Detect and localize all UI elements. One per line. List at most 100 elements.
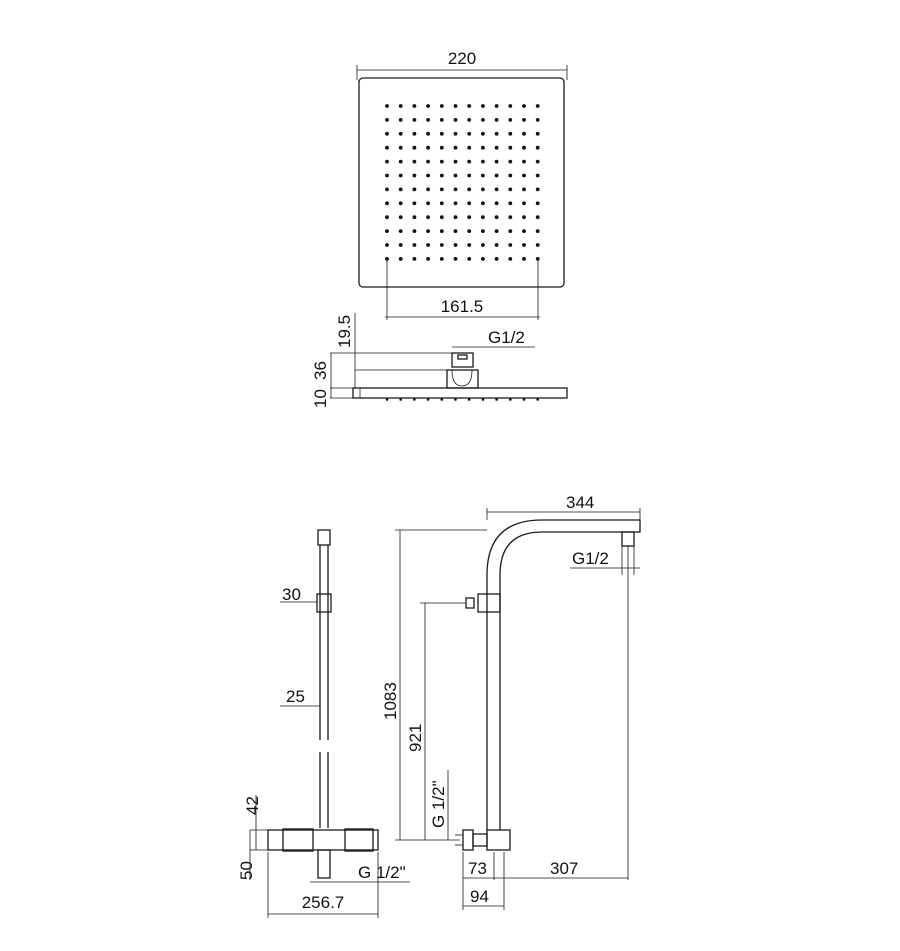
nozzle-dot <box>522 187 526 192</box>
nozzle-dot <box>426 159 430 164</box>
dim-921: 921 <box>406 724 425 752</box>
nozzle-dot <box>522 229 526 234</box>
nozzle-dot <box>522 173 526 178</box>
nozzle-dot <box>453 131 458 136</box>
nozzle-dot <box>426 257 430 261</box>
nozzle-dot <box>426 201 430 206</box>
nozzle-dot <box>494 243 499 247</box>
dim-1083: 1083 <box>381 682 400 720</box>
nozzle-dot <box>494 229 499 234</box>
nozzle-dot <box>385 215 389 220</box>
nozzle-dot <box>426 118 430 122</box>
nozzle-dot <box>522 159 526 164</box>
nozzle-dot <box>412 104 417 108</box>
nozzle-dot <box>453 243 458 247</box>
nozzle-dot <box>481 187 485 192</box>
dim-25: 25 <box>286 687 305 706</box>
nozzle-dot <box>481 104 485 108</box>
dim-19-5: 19.5 <box>335 315 354 348</box>
nozzle-dot <box>494 159 499 164</box>
nozzle-dot <box>398 173 403 178</box>
nozzle-dot <box>481 201 485 206</box>
nozzle-dot <box>439 243 444 247</box>
nozzle-dot <box>412 173 417 178</box>
thread-g1-2-inlet: G 1/2" <box>358 863 406 882</box>
nozzle-dot <box>535 104 540 108</box>
nozzle-dot <box>508 229 513 234</box>
nozzle-dot <box>481 159 485 164</box>
nozzle-dot <box>508 173 513 178</box>
nozzle-dot <box>398 118 403 122</box>
nozzle-side-dot <box>385 398 389 401</box>
nozzle-dot <box>398 215 403 220</box>
nozzle-dot <box>522 145 526 150</box>
nozzle-dot <box>412 159 417 164</box>
nozzle-dot <box>522 257 526 261</box>
nozzle-dot <box>535 118 540 122</box>
nozzle-dot <box>398 257 403 261</box>
nozzle-dot <box>426 243 430 247</box>
nozzle-dot <box>522 104 526 108</box>
nozzle-dot <box>494 104 499 108</box>
dim-220: 220 <box>448 49 476 68</box>
nozzle-dot <box>398 187 403 192</box>
nozzle-dot <box>385 243 389 247</box>
nozzle-dot <box>439 131 444 136</box>
nozzle-dot <box>398 159 403 164</box>
nozzle-dot <box>535 145 540 150</box>
nozzle-dot <box>385 131 389 136</box>
nozzle-dot <box>522 131 526 136</box>
nozzle-dot <box>412 201 417 206</box>
dim-42: 42 <box>243 796 262 815</box>
nozzle-dot <box>439 201 444 206</box>
nozzle-dot <box>494 215 499 220</box>
nozzle-dot <box>398 145 403 150</box>
nozzle-dot <box>398 131 403 136</box>
nozzle-dot <box>494 187 499 192</box>
nozzle-dot <box>467 118 472 122</box>
nozzle-dot <box>494 118 499 122</box>
nozzle-dot <box>522 201 526 206</box>
nozzle-side-dot <box>467 398 471 401</box>
column-side-view: 30 25 42 50 G 1/2" 256.7 <box>237 529 410 918</box>
nozzle-dot <box>535 159 540 164</box>
nozzle-dot <box>508 159 513 164</box>
nozzle-side-dot <box>454 398 457 401</box>
shower-head-side-view: G1/2 19.5 36 10 <box>311 313 568 408</box>
nozzle-dot <box>494 145 499 150</box>
nozzle-dot <box>453 145 458 150</box>
nozzle-dot <box>453 201 458 206</box>
nozzle-dot <box>439 229 444 234</box>
nozzle-dot <box>481 229 485 234</box>
nozzle-dot <box>508 131 513 136</box>
nozzle-dot <box>481 257 485 261</box>
nozzle-dot <box>522 118 526 122</box>
nozzle-dot <box>439 104 444 108</box>
nozzle-dot <box>426 215 430 220</box>
nozzle-dot <box>412 215 417 220</box>
nozzle-dot <box>453 118 458 122</box>
nozzle-dot <box>481 145 485 150</box>
dim-161-5: 161.5 <box>441 297 484 316</box>
nozzle-dot <box>412 243 417 247</box>
nozzle-dot <box>494 173 499 178</box>
nozzle-dot <box>439 187 444 192</box>
nozzle-dot <box>494 131 499 136</box>
nozzle-dot <box>481 173 485 178</box>
nozzle-dot <box>535 201 540 206</box>
nozzle-dot <box>385 187 389 192</box>
dim-50: 50 <box>237 861 256 880</box>
nozzle-dot <box>385 229 389 234</box>
nozzle-grid <box>385 104 540 401</box>
thread-g1-2-arm: G1/2 <box>572 549 609 568</box>
nozzle-dot <box>467 257 472 261</box>
nozzle-dot <box>535 215 540 220</box>
nozzle-dot <box>412 229 417 234</box>
nozzle-dot <box>535 173 540 178</box>
nozzle-dot <box>412 145 417 150</box>
nozzle-dot <box>398 229 403 234</box>
dim-30: 30 <box>282 585 301 604</box>
nozzle-dot <box>385 104 389 108</box>
